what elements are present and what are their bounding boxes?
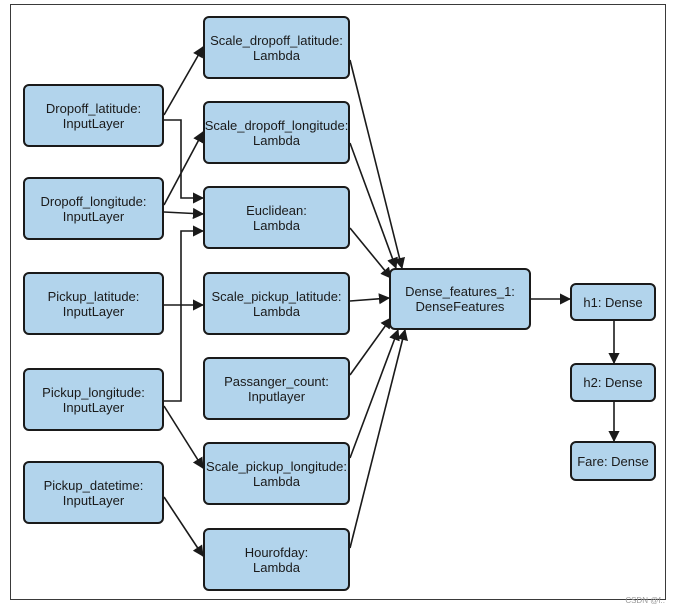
edge-scale-dropoff-latitude-to-dense-features — [349, 59, 405, 270]
node-label-line1: Euclidean: — [246, 202, 307, 218]
node-passanger-count: Passanger_count: Inputlayer — [203, 357, 350, 420]
node-dropoff-longitude: Dropoff_longitude: InputLayer — [23, 177, 164, 240]
node-label-line1: Pickup_latitude: — [47, 288, 140, 304]
node-label-line2: InputLayer — [62, 115, 125, 131]
node-hourofday: Hourofday: Lambda — [203, 528, 350, 591]
node-label-line2: Lambda — [253, 303, 300, 319]
node-label-line1: Pickup_datetime: — [43, 477, 144, 493]
node-scale-dropoff-latitude: Scale_dropoff_latitude: Lambda — [203, 16, 350, 79]
node-label-line1: Dropoff_latitude: — [45, 100, 142, 116]
node-label-line2: Lambda — [253, 217, 300, 233]
edge-pickup-longitude-to-scale-pickup-longitude — [163, 405, 204, 469]
node-label-line1: Scale_dropoff_longitude: — [204, 117, 349, 133]
node-label-line2: Inputlayer — [247, 388, 306, 404]
node-label-line1: h2: Dense — [583, 375, 643, 390]
node-dropoff-latitude: Dropoff_latitude: InputLayer — [23, 84, 164, 147]
edge-passanger-count-to-dense-features — [349, 317, 392, 376]
node-label-line1: Dropoff_longitude: — [40, 193, 147, 209]
node-pickup-longitude: Pickup_longitude: InputLayer — [23, 368, 164, 431]
edge-scale-pickup-latitude-to-dense-features — [349, 293, 391, 305]
edge-pickup-datetime-to-hourofday — [163, 496, 204, 557]
edge-scale-dropoff-longitude-to-dense-features — [349, 142, 398, 270]
node-fare: Fare: Dense — [570, 441, 656, 481]
node-scale-pickup-longitude: Scale_pickup_longitude: Lambda — [203, 442, 350, 505]
node-label-line2: InputLayer — [62, 303, 125, 319]
node-dense-features-1: Dense_features_1: DenseFeatures — [389, 268, 531, 330]
node-label-line2: Lambda — [253, 559, 300, 575]
node-label-line2: Lambda — [253, 132, 300, 148]
edge-pickup-longitude-to-euclidean — [164, 225, 205, 402]
node-pickup-datetime: Pickup_datetime: InputLayer — [23, 461, 164, 524]
node-label-line1: Hourofday: — [244, 544, 309, 560]
diagram-frame — [10, 4, 666, 600]
edge-dropoff-longitude-to-scale-dropoff-longitude — [163, 131, 204, 206]
node-label-line2: InputLayer — [62, 208, 125, 224]
node-scale-dropoff-longitude: Scale_dropoff_longitude: Lambda — [203, 101, 350, 164]
node-label-line1: Dense_features_1: — [405, 284, 515, 299]
edge-dropoff-latitude-to-scale-dropoff-latitude — [163, 46, 204, 116]
node-scale-pickup-latitude: Scale_pickup_latitude: Lambda — [203, 272, 350, 335]
watermark: CSDN @f.. — [625, 596, 665, 605]
node-label-line2: InputLayer — [62, 492, 125, 508]
node-label-line1: Fare: Dense — [577, 453, 649, 469]
edge-hourofday-to-dense-features — [349, 328, 408, 549]
node-pickup-latitude: Pickup_latitude: InputLayer — [23, 272, 164, 335]
edge-euclidean-to-dense-features — [349, 227, 392, 279]
node-label-line2: InputLayer — [62, 399, 125, 415]
edge-scale-pickup-longitude-to-dense-features — [349, 328, 400, 459]
node-label-line1: Scale_pickup_latitude: — [211, 288, 342, 304]
edge-dropoff-longitude-to-euclidean — [163, 207, 205, 220]
node-label-line2: Lambda — [253, 47, 300, 63]
node-label-line2: Lambda — [253, 473, 300, 489]
node-label-line1: Scale_dropoff_latitude: — [210, 32, 343, 48]
node-label-line1: Pickup_longitude: — [42, 384, 145, 400]
edge-dropoff-latitude-to-euclidean — [164, 119, 205, 204]
node-label-line1: Scale_pickup_longitude: — [206, 458, 347, 474]
node-h2: h2: Dense — [570, 363, 656, 402]
node-h1: h1: Dense — [570, 283, 656, 321]
node-label-line2: DenseFeatures — [415, 299, 505, 314]
node-label-line1: h1: Dense — [583, 294, 643, 310]
node-euclidean: Euclidean: Lambda — [203, 186, 350, 249]
node-label-line1: Passanger_count: — [224, 373, 329, 389]
